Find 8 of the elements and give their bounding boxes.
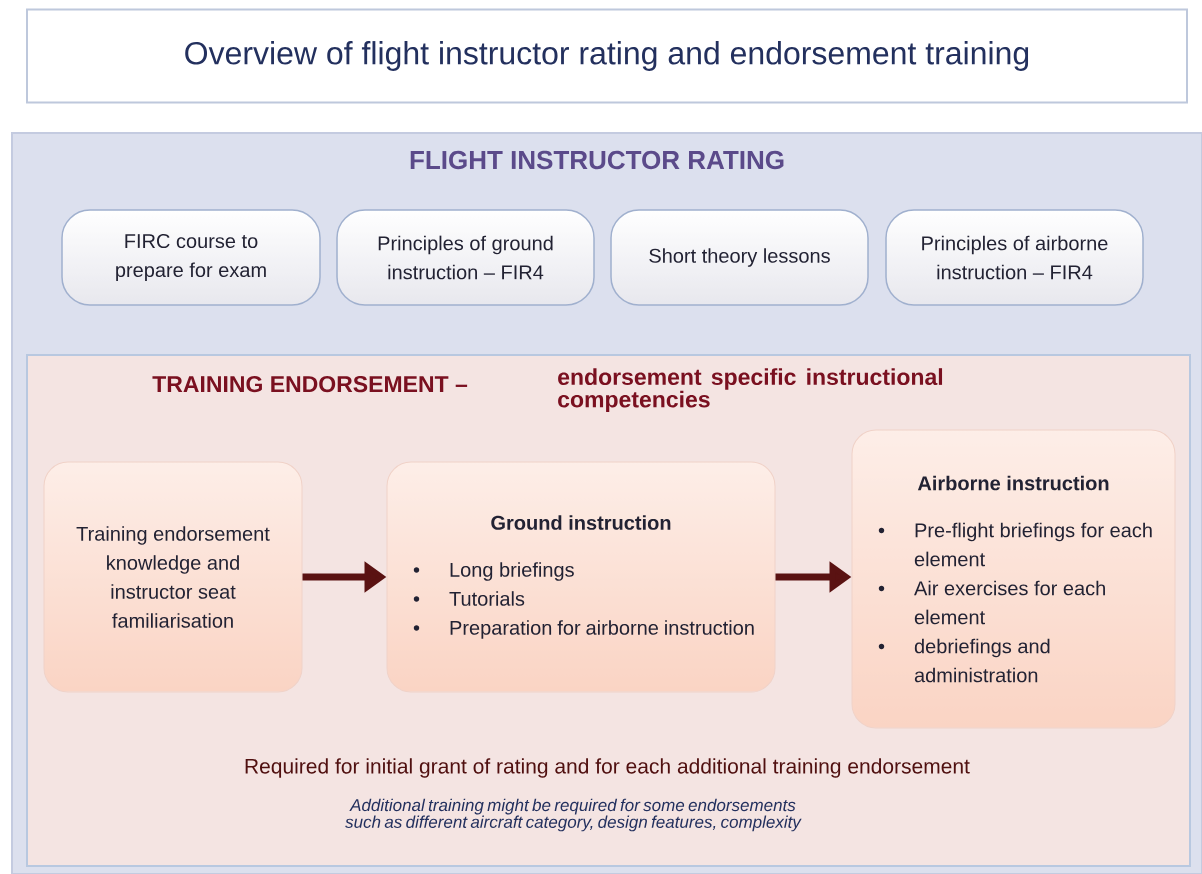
rounded-box: Airborne instruction • Pre-flight briefings for each element • Air exercises for each element • debriefings and administration [851, 429, 1176, 729]
rounded-box: Ground instruction • Long briefings • Tutorials • Preparation for airborne instruction [386, 461, 776, 693]
rounded-box: FIRC course to prepare for exam [61, 209, 321, 306]
rounded-box: Short theory lessons [610, 209, 869, 306]
title-box: Overview of flight instructor rating and endorsement training [26, 8, 1188, 104]
rounded-box: Training endorsement knowledge and instructor seat familiarisation [43, 461, 303, 693]
rounded-box: Principles of ground instruction – FIR4 [336, 209, 595, 306]
rounded-box: Principles of airborne instruction – FIR4 [885, 209, 1144, 306]
